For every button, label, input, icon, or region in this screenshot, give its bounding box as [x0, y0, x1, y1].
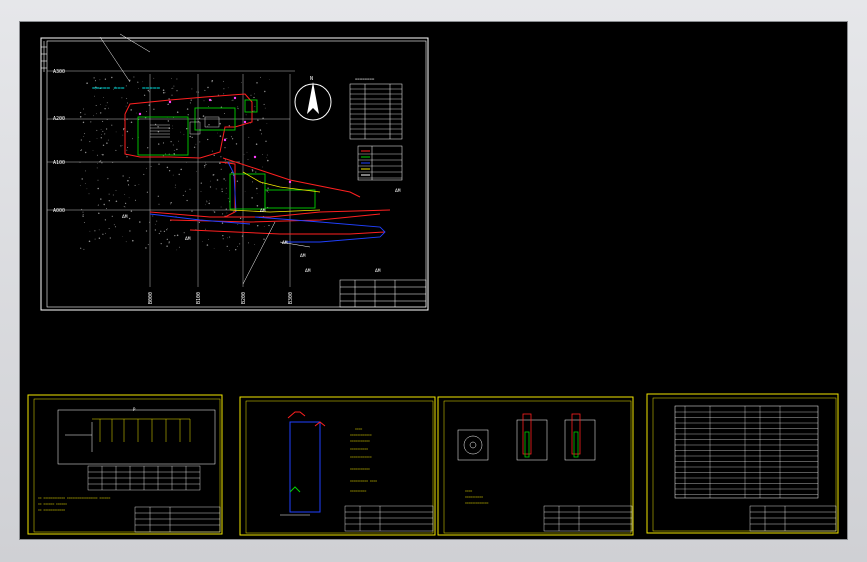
- sheet-4-material-table: [674, 405, 819, 499]
- walkway: [229, 171, 321, 213]
- grid-label-b200: B200: [241, 292, 247, 304]
- main-title-block: [339, 279, 427, 308]
- sheet-4-title-block: [749, 505, 837, 532]
- grid-label-a200: A200: [53, 116, 65, 122]
- sheet-1-source: [65, 422, 93, 452]
- sheet-1-title-block: [134, 506, 221, 533]
- grid-labels: A300 A200 A100 A000 B000 B100 B200 B300: [53, 69, 294, 304]
- legend-title: ========: [355, 76, 375, 81]
- cyan-labels: ===== === =====: [92, 85, 160, 92]
- sheet-2-title-block: [344, 505, 434, 532]
- sheet-3-detail-plan: [457, 429, 489, 461]
- sheet-2-notes: ==== ============ =========== ==========…: [350, 427, 377, 493]
- north-label: N: [310, 76, 313, 82]
- left-scale: [41, 41, 47, 72]
- leader-lines: [99, 33, 311, 285]
- svg-text:============: ============: [350, 455, 372, 459]
- main-site-plan-sheet[interactable]: A300 A200 A100 A000 B000 B100 B200 B300: [40, 33, 429, 311]
- magenta-markers: [138, 96, 292, 184]
- svg-text:== ============ ==============: == ============ ================= ======: [38, 496, 110, 500]
- building-interior: [150, 116, 220, 138]
- svg-text:========== ====: ========== ====: [350, 479, 377, 483]
- drawing-canvas[interactable]: A300 A200 A100 A000 B000 B100 B200 B300: [20, 22, 847, 539]
- svg-text:ΔM: ΔM: [260, 208, 266, 214]
- legend-table-2-rows: [358, 150, 402, 179]
- sub-sheet-3[interactable]: ==== ========== =============: [437, 396, 634, 536]
- svg-text:ΔM: ΔM: [122, 214, 128, 220]
- legend-table-1-rows: [350, 88, 402, 135]
- svg-text:ΔM: ΔM: [300, 253, 306, 259]
- grid-label-a300: A300: [53, 69, 65, 75]
- north-arrow: N: [294, 76, 332, 121]
- site-tags: ΔM ΔM ΔM ΔM ΔM ΔM ΔM ΔM: [122, 188, 401, 274]
- sub-sheet-4[interactable]: [646, 393, 839, 534]
- grid-label-a100: A100: [53, 160, 65, 166]
- grid-label-a000: A000: [53, 208, 65, 214]
- legend-table-1: [349, 83, 403, 140]
- sheet-1-title: P: [133, 407, 136, 412]
- svg-text:=========: =========: [350, 489, 366, 493]
- svg-text:ΔM: ΔM: [375, 268, 381, 274]
- svg-text:ΔM: ΔM: [185, 236, 191, 242]
- sheet-1-busbar: [92, 418, 191, 442]
- terrain-scatter: [79, 76, 271, 251]
- svg-text:== ============: == ============: [38, 508, 65, 512]
- blue-boundary: [149, 161, 386, 243]
- sheet-3-title-block: [543, 505, 633, 532]
- svg-text:====: ====: [355, 427, 362, 431]
- grid-lines: [47, 70, 295, 287]
- grid-label-b300: B300: [288, 292, 294, 304]
- svg-text:===========: ===========: [350, 467, 370, 471]
- svg-text:============: ============: [350, 433, 372, 437]
- cyan-label-2: =====: [142, 85, 160, 92]
- legend-table-2: [357, 145, 403, 181]
- sheet-1-notes: == ============ ================= ======…: [38, 496, 110, 512]
- sub-sheet-2[interactable]: ==== ============ =========== ==========…: [239, 396, 436, 536]
- cad-drawing-svg: A300 A200 A100 A000 B000 B100 B200 B300: [27, 33, 839, 536]
- svg-text:ΔM: ΔM: [282, 240, 288, 246]
- svg-text:== ====== ======: == ====== ======: [38, 502, 67, 506]
- sheet-3-detail-section-1: [516, 413, 548, 461]
- svg-text:=============: =============: [465, 501, 489, 505]
- svg-text:==========: ==========: [465, 495, 483, 499]
- sheet-1-table: [87, 465, 201, 491]
- sub-sheet-1[interactable]: P == ============ ================= ====…: [27, 394, 223, 535]
- building-outlines: [137, 99, 316, 210]
- svg-text:===========: ===========: [350, 439, 370, 443]
- cyan-label-1: ===== ===: [92, 85, 125, 92]
- sheet-3-notes: ==== ========== =============: [465, 489, 489, 505]
- grid-label-b100: B100: [196, 292, 202, 304]
- sheet-3-detail-section-2: [564, 413, 596, 461]
- svg-text:ΔM: ΔM: [305, 268, 311, 274]
- svg-text:==========: ==========: [350, 447, 368, 451]
- svg-text:====: ====: [465, 489, 472, 493]
- svg-text:ΔM: ΔM: [395, 188, 401, 194]
- grid-label-b000: B000: [148, 292, 154, 304]
